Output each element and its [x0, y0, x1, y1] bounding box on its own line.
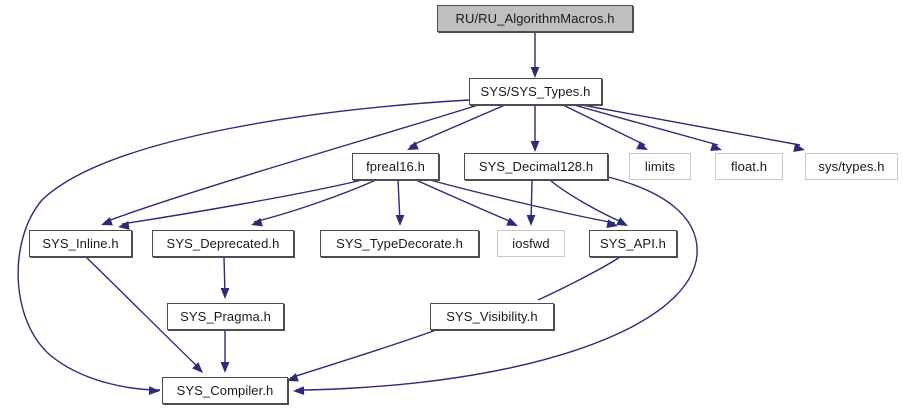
edge-fpreal16-to-sys_inline [121, 179, 363, 225]
node-label: SYS_Visibility.h [446, 309, 538, 324]
arrow-head [407, 141, 419, 150]
node-label: SYS_Deprecated.h [166, 236, 280, 251]
arrow-head [148, 386, 160, 396]
edge-sys_types-to-fpreal16 [409, 104, 506, 147]
node-fpreal16[interactable]: fpreal16.h [352, 153, 439, 180]
node-sys_types_sys[interactable]: sys/types.h [805, 153, 898, 180]
node-sys_deprecated[interactable]: SYS_Deprecated.h [152, 230, 294, 257]
arrow-head [793, 143, 805, 153]
edge-sys_decimal128-to-sys_api [549, 179, 625, 224]
node-sys_visibility[interactable]: SYS_Visibility.h [430, 303, 554, 330]
node-label: SYS_Decimal128.h [478, 159, 594, 174]
node-sys_pragma[interactable]: SYS_Pragma.h [167, 303, 284, 330]
arrow-head [606, 219, 618, 229]
node-sys_inline[interactable]: SYS_Inline.h [29, 230, 132, 257]
arrow-head [118, 221, 130, 230]
edge-sys_types-to-float [573, 104, 719, 146]
node-label: SYS_API.h [600, 236, 666, 251]
arrow-head [530, 141, 540, 152]
arrow-head [506, 217, 518, 226]
node-label: iosfwd [512, 236, 550, 251]
edge-fpreal16-to-iosfwd [415, 179, 515, 224]
node-label: float.h [730, 159, 768, 174]
node-label: sys/types.h [818, 159, 885, 174]
arrow-head [293, 386, 305, 396]
node-sys_api[interactable]: SYS_API.h [589, 230, 677, 257]
arrow-head [251, 217, 263, 227]
node-limits[interactable]: limits [629, 153, 691, 180]
arrow-head [220, 362, 230, 373]
arrow-head [616, 217, 628, 226]
node-sys_compiler[interactable]: SYS_Compiler.h [162, 377, 288, 404]
arrow-head [101, 217, 113, 226]
edge-sys_types-to-limits [562, 104, 646, 146]
node-label: fpreal16.h [366, 159, 425, 174]
node-label: SYS/SYS_Types.h [480, 84, 591, 99]
edge-sys_visibility-to-sys_compiler [289, 329, 437, 379]
edge-sys_types-to-sys_types_sys [581, 104, 801, 146]
arrow-head [636, 141, 648, 150]
edge-sys_inline-to-sys_compiler [85, 256, 201, 370]
node-sys_types[interactable]: SYS/SYS_Types.h [469, 78, 602, 105]
node-float[interactable]: float.h [715, 153, 783, 180]
node-label: SYS_Inline.h [42, 236, 119, 251]
arrow-head [710, 142, 722, 151]
edge-fpreal16-to-sys_deprecated [253, 179, 377, 223]
arrow-head [287, 373, 299, 382]
arrow-head [395, 215, 405, 226]
node-ru_algorithmmacros[interactable]: RU/RU_AlgorithmMacros.h [437, 5, 633, 32]
edge-fpreal16-to-sys_api [429, 179, 616, 224]
edge-sys_types-to-sys_inline [104, 104, 479, 223]
node-label: limits [644, 159, 676, 174]
edge-sys_api-to-sys_visibility [537, 256, 621, 301]
node-label: SYS_Pragma.h [180, 309, 271, 324]
edge-sys_types-to-sys_compiler [17, 99, 470, 391]
node-label: SYS_TypeDecorate.h [336, 236, 463, 251]
arrow-head [220, 288, 230, 299]
node-iosfwd[interactable]: iosfwd [497, 230, 565, 257]
arrow-head [192, 362, 203, 373]
arrow-head [530, 67, 540, 78]
node-sys_decimal128[interactable]: SYS_Decimal128.h [464, 153, 608, 180]
node-label: RU/RU_AlgorithmMacros.h [455, 11, 615, 26]
node-sys_typedecorate[interactable]: SYS_TypeDecorate.h [320, 230, 479, 257]
arrow-head [526, 215, 536, 226]
edge-sys_decimal128-to-sys_compiler [295, 176, 698, 391]
node-label: SYS_Compiler.h [176, 383, 274, 398]
